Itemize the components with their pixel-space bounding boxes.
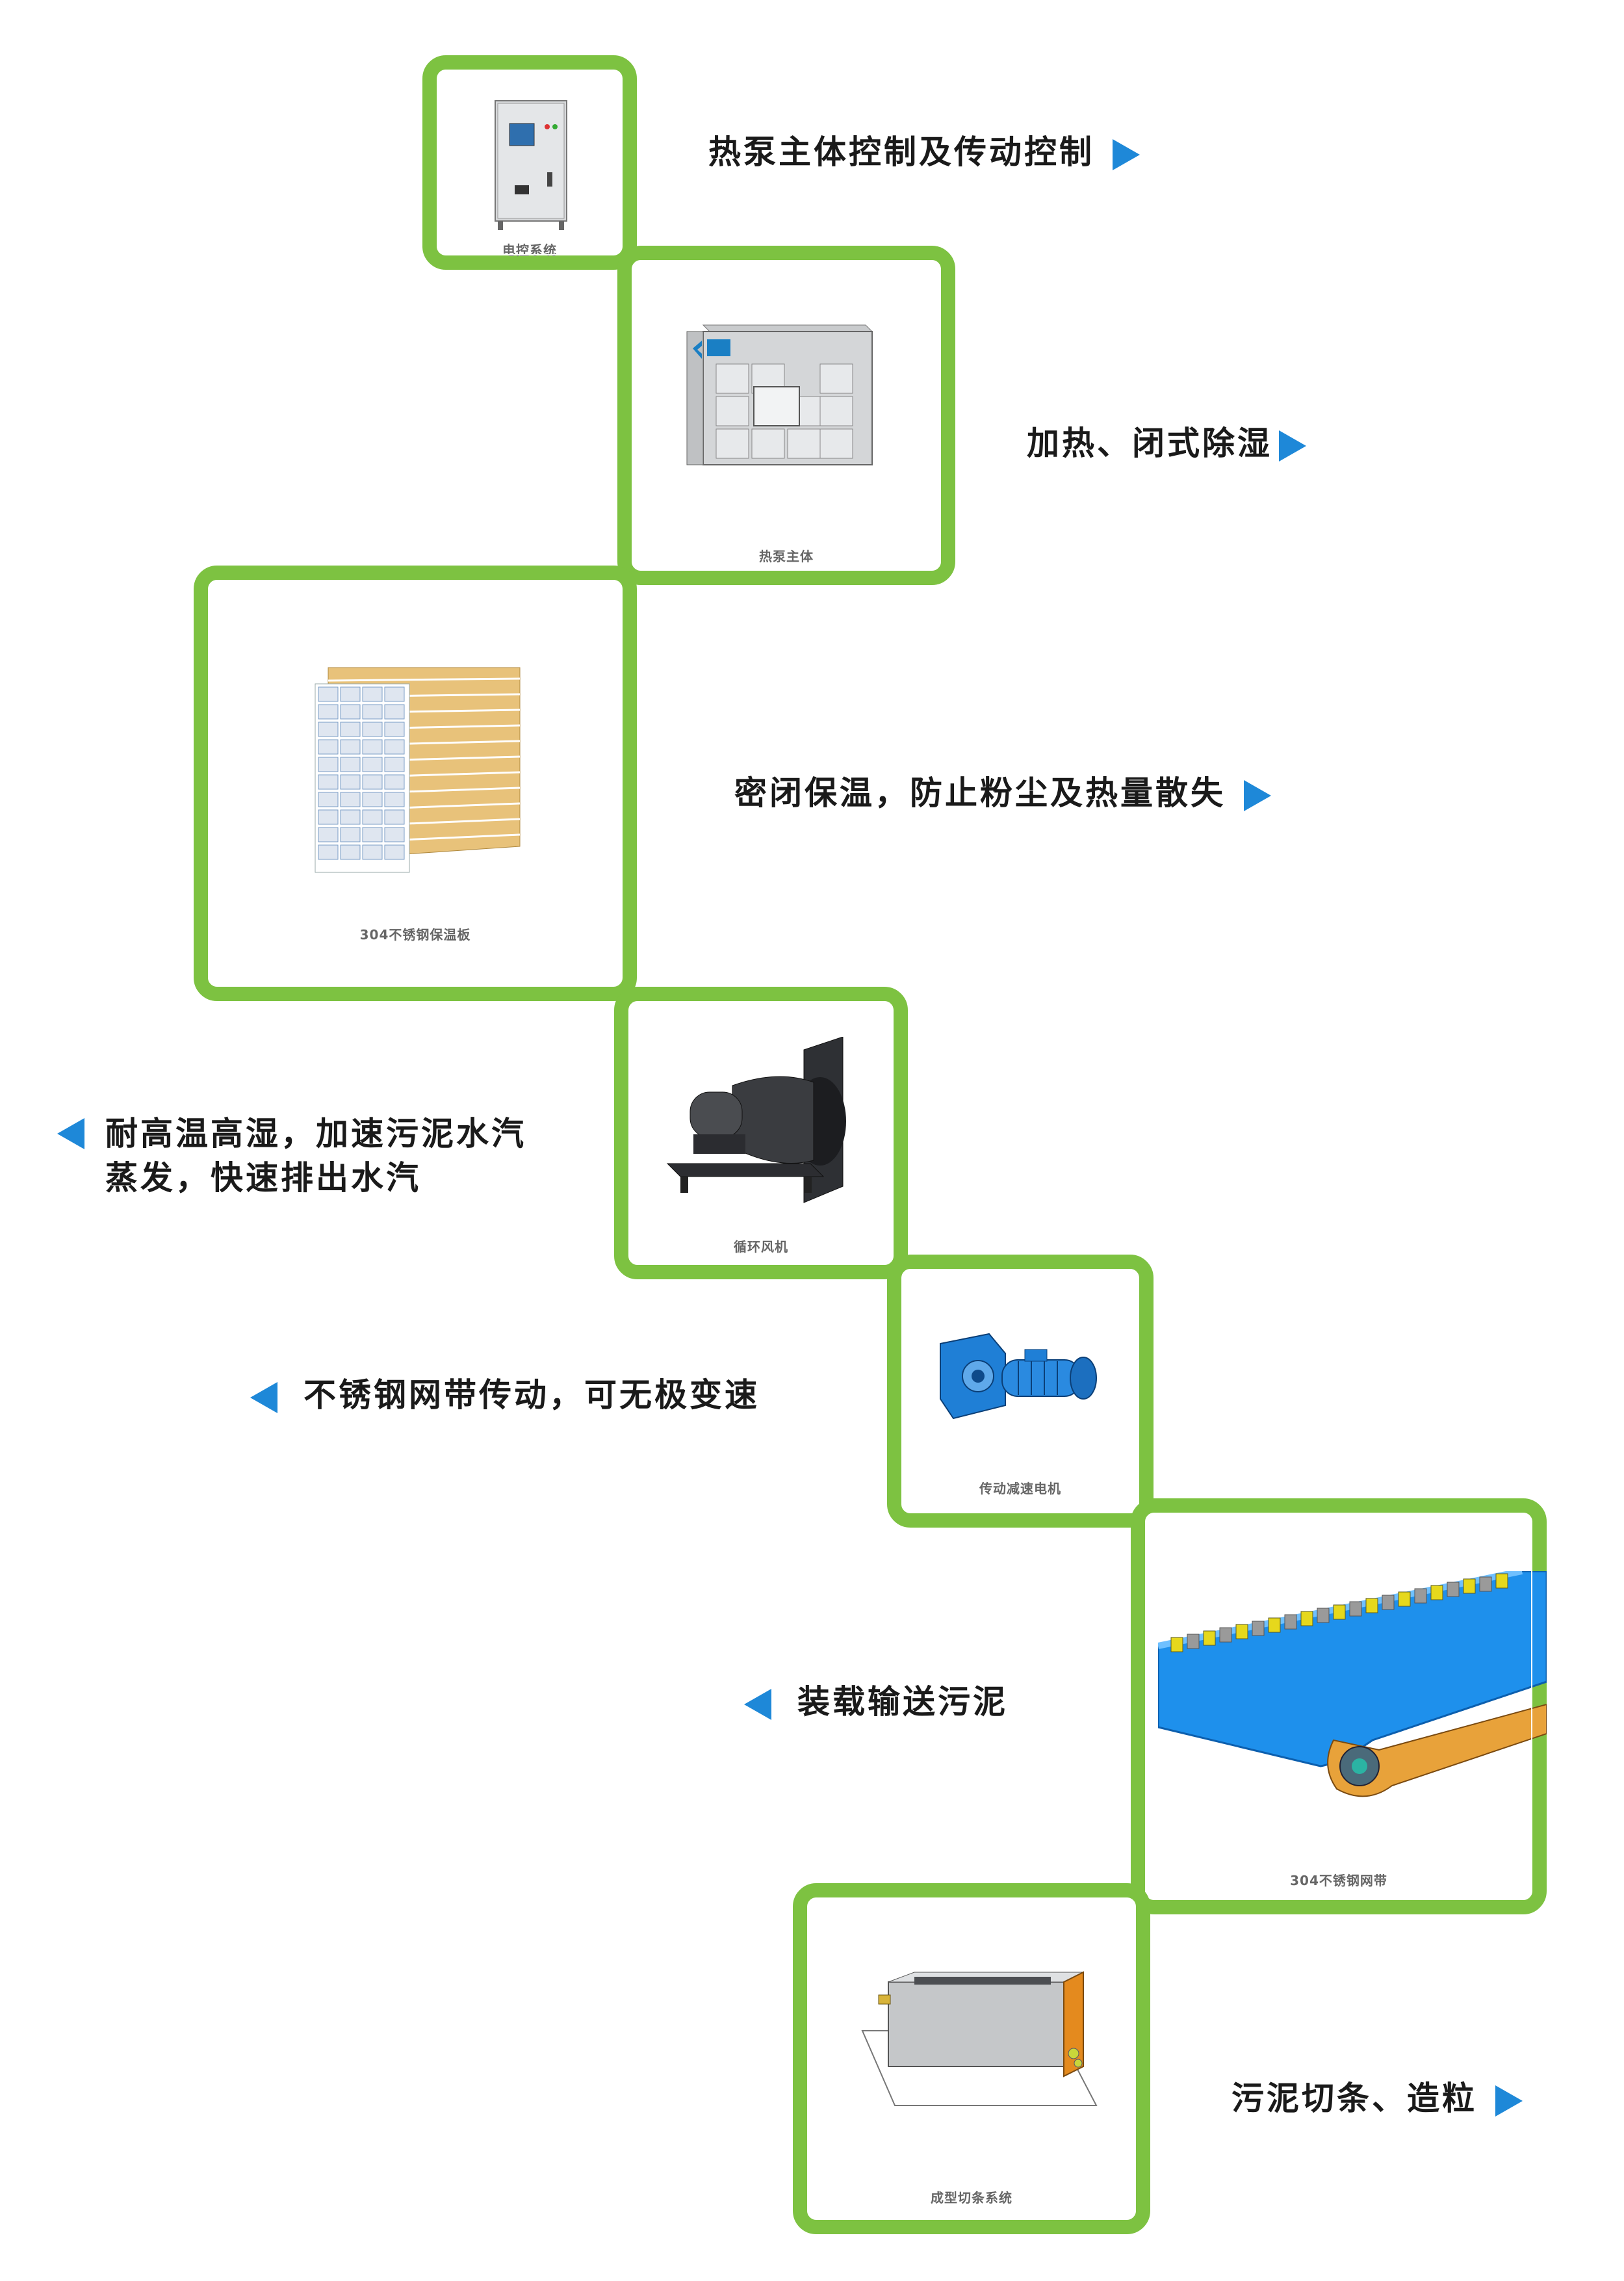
- arrow-right-icon: [1244, 779, 1271, 811]
- item-description: 密闭保温，防止粉尘及热量散失: [734, 771, 1271, 815]
- insulation-panel-icon: [315, 667, 521, 873]
- arrow-right-icon: [1495, 2085, 1523, 2117]
- item-caption: 传动减速电机: [979, 1481, 1061, 1496]
- description-text: 不锈钢网带传动，可无极变速: [303, 1376, 760, 1414]
- item-description: 加热、闭式除湿: [1027, 421, 1306, 465]
- arrow-right-icon: [1113, 138, 1140, 170]
- item-frame-insulation-panel: 304不锈钢保温板: [194, 566, 637, 1001]
- arrow-right-icon: [1279, 430, 1306, 462]
- description-line: 耐高温高湿，加速污泥水汽: [105, 1115, 526, 1153]
- arrow-left-icon: [57, 1118, 84, 1149]
- arrow-left-icon: [250, 1381, 277, 1413]
- item-frame-heat-pump: 热泵主体: [617, 246, 955, 585]
- item-caption: 电控系统: [502, 242, 557, 258]
- item-description: 热泵主体控制及传动控制: [708, 130, 1140, 174]
- circulation-fan-icon: [666, 1037, 846, 1203]
- arrow-left-icon: [744, 1688, 771, 1720]
- item-description: 装载输送污泥: [744, 1680, 1008, 1724]
- description-text: 热泵主体控制及传动控制: [708, 133, 1094, 171]
- control-cabinet-icon: [495, 100, 567, 230]
- item-description: 耐高温高湿，加速污泥水汽蒸发，快速排出水汽: [57, 1112, 526, 1200]
- mesh-belt-icon: [1158, 1571, 1547, 1797]
- gear-motor-icon: [940, 1333, 1097, 1420]
- item-frame-strip-cutter: 成型切条系统: [793, 1883, 1150, 2234]
- description-text: 装载输送污泥: [797, 1683, 1008, 1721]
- item-caption: 304不锈钢网带: [1290, 1873, 1387, 1888]
- description-line: 蒸发，快速排出水汽: [105, 1159, 421, 1197]
- item-frame-circulation-fan: 循环风机: [614, 987, 908, 1279]
- item-caption: 循环风机: [734, 1239, 788, 1255]
- item-description: 污泥切条、造粒: [1231, 2076, 1523, 2120]
- item-caption: 热泵主体: [759, 549, 814, 564]
- strip-cutter-icon: [861, 1971, 1098, 2106]
- description-text: 加热、闭式除湿: [1027, 424, 1272, 462]
- item-frame-control-cabinet: 电控系统: [422, 55, 637, 270]
- item-frame-gear-motor: 传动减速电机: [887, 1255, 1154, 1528]
- description-text: 污泥切条、造粒: [1231, 2079, 1477, 2117]
- item-caption: 304不锈钢保温板: [359, 927, 471, 943]
- item-description: 不锈钢网带传动，可无极变速: [250, 1373, 760, 1417]
- item-caption: 成型切条系统: [931, 2190, 1012, 2206]
- item-frame-mesh-belt: 304不锈钢网带: [1131, 1498, 1547, 1914]
- description-text: 密闭保温，防止粉尘及热量散失: [734, 774, 1226, 812]
- heat-pump-unit-icon: [686, 324, 873, 465]
